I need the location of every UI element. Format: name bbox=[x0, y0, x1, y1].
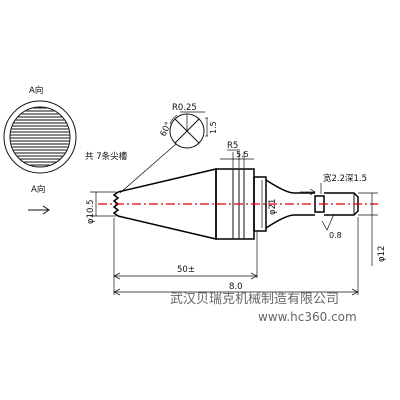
view-a-arrow: A向 bbox=[28, 184, 50, 215]
roughness-mark: 0.8 bbox=[321, 213, 342, 240]
watermark: 武汉贝瑞克机械制造有限公司 www.hc360.com bbox=[170, 292, 357, 324]
angle-arc bbox=[169, 114, 178, 125]
dim-collar: R5 5.5 bbox=[220, 141, 254, 168]
collar-width-label: 5.5 bbox=[236, 150, 249, 159]
end-view-inner-circle bbox=[9, 106, 71, 168]
body-diameter-label: φ21 bbox=[268, 199, 278, 215]
dim-shaft-diameter: φ12 bbox=[358, 192, 387, 266]
roughness-icon bbox=[321, 213, 335, 231]
len80-arrow-left-icon bbox=[113, 288, 121, 296]
view-a-label: A向 bbox=[29, 85, 43, 96]
radius-tip-label: R0.25 bbox=[172, 103, 197, 113]
depth-label: 1.5 bbox=[209, 121, 218, 134]
arrow-head-icon bbox=[42, 205, 50, 215]
dim-groove: 宽2.2深1.5 bbox=[300, 173, 367, 196]
watermark-company: 武汉贝瑞克机械制造有限公司 bbox=[170, 292, 339, 307]
end-view-outer-circle bbox=[3, 100, 77, 174]
groove-spec-label: 宽2.2深1.5 bbox=[323, 173, 367, 184]
len80-label: 8.0 bbox=[229, 282, 243, 292]
dim-length-50: 50± bbox=[113, 218, 258, 295]
roughness-label: 0.8 bbox=[329, 231, 342, 240]
groove-note: 共 7条尖槽 bbox=[85, 151, 128, 162]
shaft-diameter-label: φ12 bbox=[377, 246, 387, 262]
dim-body-diameter: φ21 bbox=[261, 180, 278, 228]
len50-arrow-right-icon bbox=[250, 272, 258, 280]
dim-length-80: 8.0 bbox=[113, 217, 359, 296]
len50-label: 50± bbox=[177, 265, 195, 275]
dim-tip-diameter: φ10.5 bbox=[86, 191, 116, 224]
tip-diameter-label: φ10.5 bbox=[86, 199, 96, 224]
len80-arrow-right-icon bbox=[351, 288, 359, 296]
end-view-serrations bbox=[10, 107, 70, 166]
fillet-bottom bbox=[265, 214, 295, 229]
detail-leader-line bbox=[119, 143, 177, 194]
len50-arrow-left-icon bbox=[113, 272, 121, 280]
detail-view: R0.25 60° 1.5 bbox=[159, 103, 218, 149]
fillet-top bbox=[265, 179, 295, 194]
end-view-a: A向 bbox=[3, 85, 77, 174]
groove-arrow-icon bbox=[309, 188, 316, 196]
fillet-label: R5 bbox=[227, 141, 238, 151]
view-a-arrow-label: A向 bbox=[31, 184, 45, 195]
groove-note-group: 共 7条尖槽 bbox=[85, 143, 177, 194]
watermark-url: www.hc360.com bbox=[258, 310, 357, 324]
